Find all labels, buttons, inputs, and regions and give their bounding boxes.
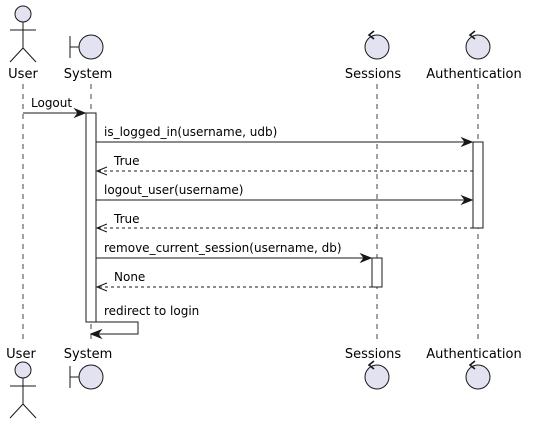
message-arrow	[23, 107, 87, 119]
authentication-control-icon-bottom	[465, 360, 491, 390]
return-label-true-2: True	[113, 212, 140, 226]
message-label-redirect: redirect to login	[104, 304, 199, 318]
user-label-bottom: User	[6, 347, 36, 362]
system-activation-bar	[85, 112, 97, 323]
message-arrow	[96, 136, 474, 148]
authentication-activation-bar	[472, 141, 484, 229]
user-actor-icon	[9, 5, 37, 63]
authentication-label-bottom: Authentication	[426, 347, 521, 362]
authentication-control-icon	[465, 30, 491, 60]
sessions-label-bottom: Sessions	[345, 347, 402, 362]
return-arrow	[95, 223, 473, 233]
message-arrow	[96, 252, 373, 264]
sessions-control-icon	[364, 30, 390, 60]
sessions-control-icon-bottom	[364, 360, 390, 390]
message-label-is-logged-in: is_logged_in(username, udb)	[104, 125, 277, 139]
return-arrow	[95, 282, 372, 292]
self-message-arrow	[89, 321, 139, 340]
system-label-bottom: System	[64, 347, 112, 362]
return-label-none: None	[114, 270, 145, 284]
message-label-remove-current-session: remove_current_session(username, db)	[104, 241, 342, 255]
authentication-label-top: Authentication	[426, 67, 521, 82]
sessions-activation-bar	[371, 257, 383, 288]
user-label-top: User	[8, 67, 38, 82]
return-arrow	[95, 166, 473, 176]
sessions-label-top: Sessions	[345, 67, 402, 82]
system-boundary-icon	[69, 34, 104, 60]
return-label-true-1: True	[113, 154, 140, 168]
message-arrow	[96, 194, 474, 206]
system-label-top: System	[64, 67, 112, 82]
system-boundary-icon-bottom	[69, 364, 104, 390]
message-label-logout: Logout	[31, 96, 72, 110]
user-actor-icon-bottom	[9, 361, 37, 419]
message-label-logout-user: logout_user(username)	[104, 183, 243, 197]
